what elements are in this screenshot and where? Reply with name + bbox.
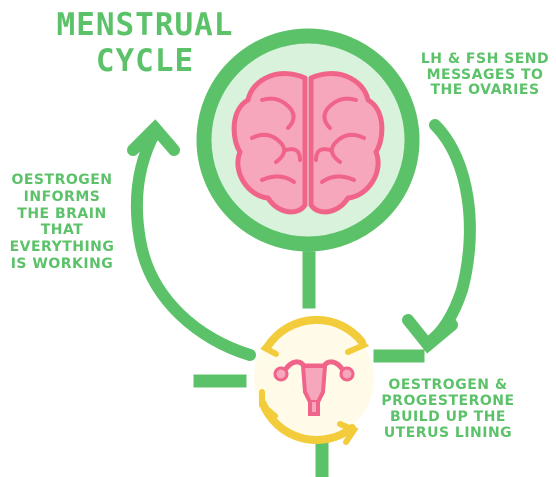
title-line-1: Menstrual <box>30 8 260 44</box>
uterus-node <box>254 319 374 442</box>
arrowhead-right <box>408 320 452 345</box>
label-oestrogen-progesterone: Oestrogen & progesterone build up the ut… <box>378 378 518 442</box>
diagram-title: Menstrual Cycle <box>30 8 260 79</box>
label-lh-fsh: LH & FSH send messages to the ovaries <box>420 52 550 99</box>
label-oestrogen-brain: Oestrogen informs the brain that everyth… <box>6 172 118 273</box>
title-line-2: Cycle <box>30 44 260 80</box>
arrow-brain-to-uterus <box>428 125 470 343</box>
